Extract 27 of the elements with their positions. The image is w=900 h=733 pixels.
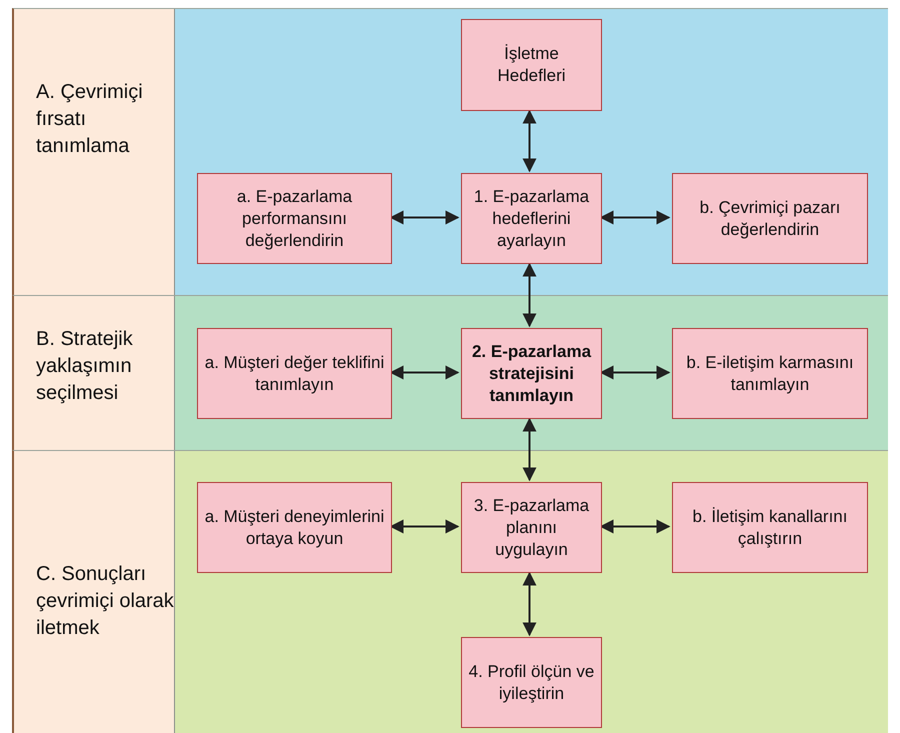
arrow (600, 520, 670, 534)
arrow (522, 262, 536, 328)
arrow (390, 366, 460, 380)
arrow (600, 366, 670, 380)
step-box: a. Müşteri deneyimlerini ortaya koyun (197, 482, 392, 573)
step-box: 1. E-pazarlama hedeflerini ayarlayın (461, 173, 602, 264)
step-box: a. Müşteri değer teklifini tanımlayın (197, 328, 392, 419)
arrow (522, 572, 536, 636)
step-box: b. E-iletişim karmasını tanımlayın (672, 328, 868, 419)
step-box: 3. E-pazarlama planını uygulayın (461, 482, 602, 573)
stage-band (12, 295, 888, 450)
stage-label: A. Çevrimiçi fırsatı tanımlama (36, 80, 144, 159)
step-box: İşletme Hedefleri (461, 19, 602, 111)
step-box: b. Çevrimiçi pazarı değerlendirin (672, 173, 868, 264)
stage-band (12, 8, 888, 295)
arrow (600, 210, 670, 224)
stage-label: C. Sonuçları çevrimiçi olarak iletmek (36, 562, 175, 641)
stage-label: B. Stratejik yaklaşımın seçilmesi (36, 327, 134, 406)
arrow (390, 210, 460, 224)
arrow (390, 520, 460, 534)
arrow (522, 418, 536, 482)
arrow (522, 110, 536, 172)
step-box: 2. E-pazarlama stratejisini tanımlayın (461, 328, 602, 419)
stage-band (12, 450, 888, 733)
step-box: a. E-pazarlama performansını değerlendirin (197, 173, 392, 264)
step-box: 4. Profil ölçün ve iyileştirin (461, 637, 602, 728)
step-box: b. İletişim kanallarını çalıştırın (672, 482, 868, 573)
